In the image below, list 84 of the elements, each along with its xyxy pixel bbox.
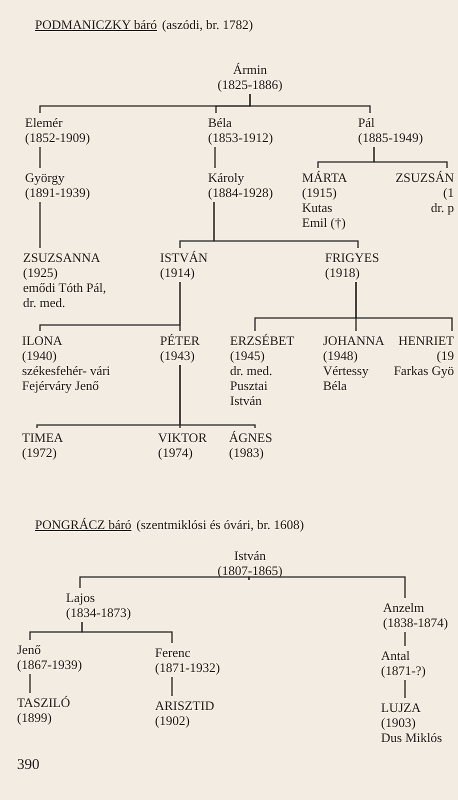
tree-connector [404,632,406,646]
person-name: Károly [208,170,246,185]
person-name: ERZSÉBET [230,333,292,348]
person-name: TIMEA [22,430,64,445]
spouse-name: dr. p [430,200,454,215]
life-dates: (1948) [323,348,359,363]
tree-connector [179,282,181,331]
life-dates: (1884-1928) [208,185,273,200]
life-dates: (1972) [22,445,58,460]
heading-note: (szentmiklósi és óvári, br. 1608) [136,517,304,533]
life-dates: (1885-1949) [358,130,423,145]
person-name: Anzelm [383,600,426,615]
spouse-name: székesfehér- vári Fejérváry Jenő [22,363,112,393]
tree-connector [39,202,41,248]
tree-connector [404,680,406,698]
tree-connector [29,674,31,693]
person-name: FRIGYES [325,250,380,265]
spouse-name: dr. med. Pusztai István [230,363,274,408]
life-dates: (1852-1909) [25,130,90,145]
life-dates: (1915) [302,185,338,200]
life-dates: (1914) [160,265,196,280]
spouse-name: Farkas Gyö [392,363,454,378]
life-dates: (1925) [23,265,59,280]
life-dates: (1983) [229,445,265,460]
person-name: Ferenc [155,645,192,660]
life-dates: (1 [442,185,454,200]
life-dates: (1903) [381,715,417,730]
person-name: Elemér [25,115,64,130]
life-dates: (1871-?) [381,663,426,678]
person-name: ZSUZSANNA [23,250,102,265]
tree-connector [81,622,173,643]
life-dates: (1853-1912) [208,130,273,145]
family-heading: PODMANICZKY báró [35,17,157,33]
person-name: LUJZA [381,700,422,715]
person-name: ILONA [22,333,64,348]
person-name: PÉTER [160,333,200,348]
person-name: Jenő [17,642,42,657]
life-dates: (1945) [230,348,266,363]
person-name: ISTVÁN [160,250,208,265]
person-name: MÁRTA [302,170,348,185]
page-number: 390 [17,757,40,774]
person-name: György [25,170,66,185]
spouse-name: Kutas Emil (†) [302,200,347,230]
life-dates: (1974) [158,445,194,460]
person-name: HENRIET [397,333,454,348]
spouse-name: Dus Miklós [381,730,442,745]
person-name: István [233,548,267,563]
tree-connector [79,576,250,588]
tree-connector [248,576,406,598]
life-dates: (1899) [17,710,53,725]
person-name: TASZILÓ [17,695,70,710]
person-name: Ármin [232,62,268,77]
life-dates: (1940) [22,348,58,363]
tree-connector [39,147,41,168]
life-dates: (1918) [325,265,361,280]
person-name: Pál [358,115,376,130]
life-dates: (1867-1939) [17,657,82,672]
spouse-name: emődi Tóth Pál, dr. med. [23,280,108,310]
life-dates: (1871-1932) [155,660,220,675]
person-name: ZSUZSÁN [394,170,454,185]
person-name: ARISZTID [155,698,214,713]
life-dates: (19 [436,348,454,363]
life-dates: (1807-1865) [216,563,284,578]
person-name: Lajos [66,590,96,605]
person-name: ÁGNES [229,430,272,445]
heading-note: (aszódi, br. 1782) [162,17,253,33]
person-name: VIKTOR [158,430,207,445]
life-dates: (1902) [155,713,191,728]
life-dates: (1834-1873) [66,605,131,620]
tree-connector [213,202,359,248]
tree-connector [249,94,371,113]
tree-connector [171,677,173,696]
person-name: Antal [381,648,411,663]
tree-connector [179,365,256,428]
life-dates: (1943) [160,348,196,363]
tree-connector [373,147,448,168]
life-dates: (1825-1886) [216,77,284,92]
family-heading: PONGRÁCZ báró [35,517,132,533]
spouse-name: Vértessy Béla [323,363,370,393]
person-name: Béla [208,115,233,130]
life-dates: (1838-1874) [383,615,448,630]
tree-connector [214,147,216,168]
tree-connector [355,282,453,331]
life-dates: (1891-1939) [25,185,90,200]
